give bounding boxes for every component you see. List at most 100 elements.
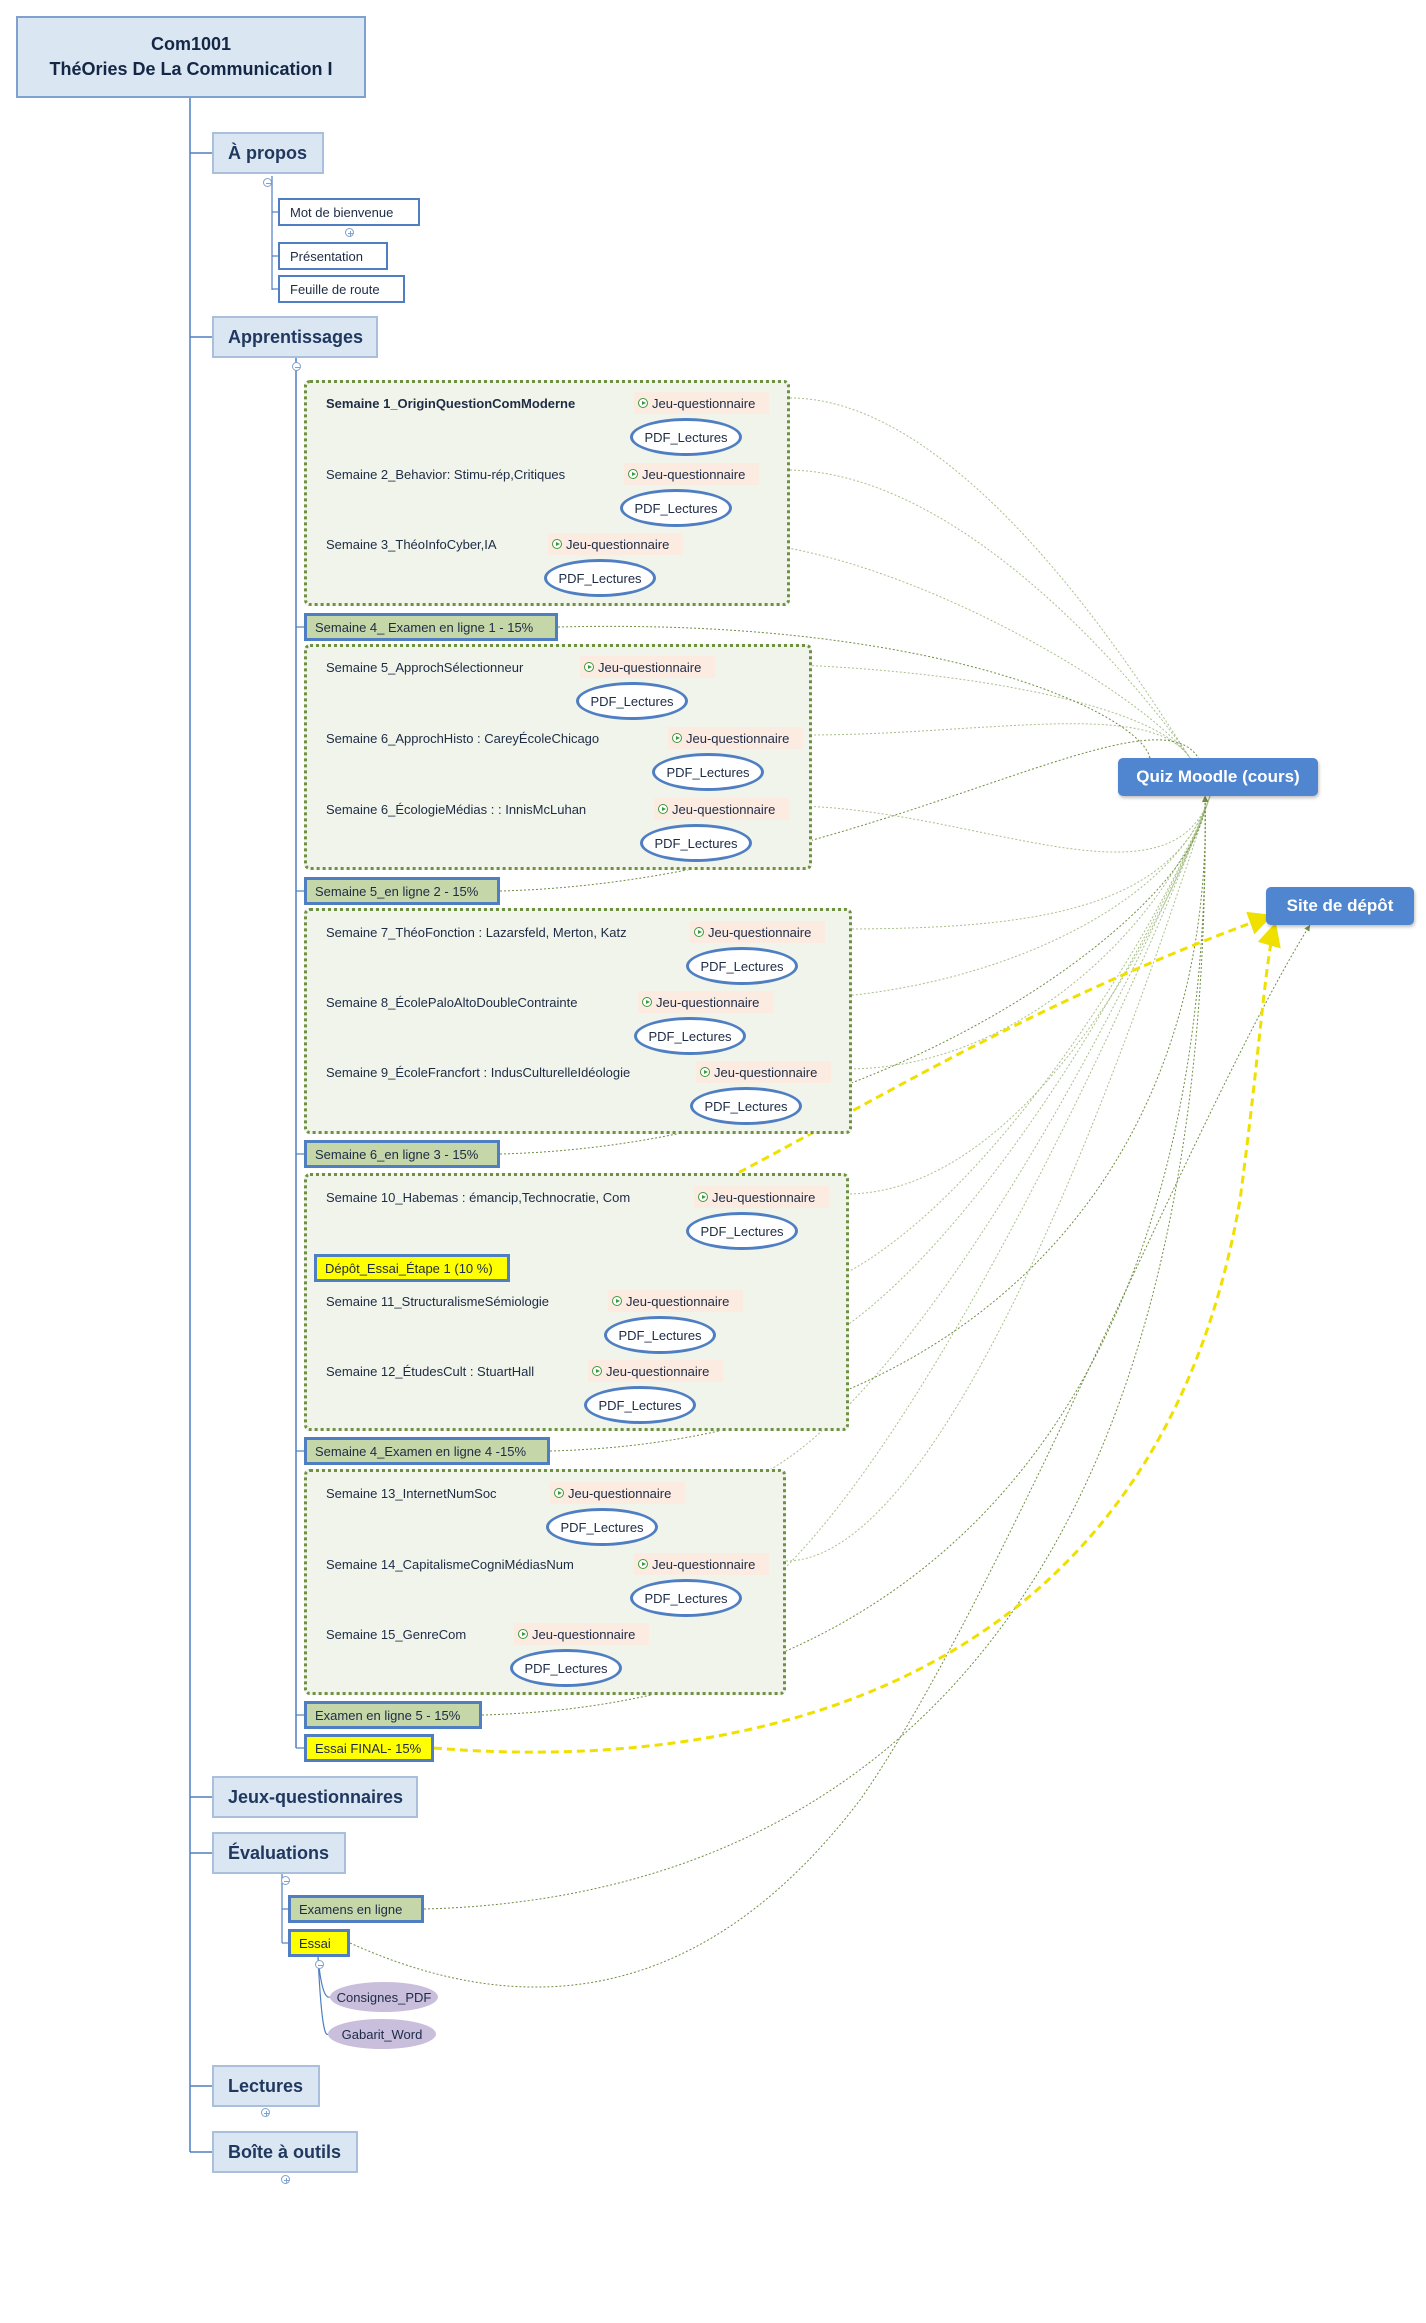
pdf-lectures[interactable]: PDF_Lectures bbox=[620, 489, 732, 527]
collapse-toggle-icon[interactable] bbox=[292, 362, 301, 371]
pdf-label: PDF_Lectures bbox=[524, 1660, 608, 1676]
pdf-lectures[interactable]: PDF_Lectures bbox=[604, 1316, 716, 1354]
pdf-lectures[interactable]: PDF_Lectures bbox=[686, 1212, 798, 1250]
essai-final[interactable]: Essai FINAL- 15% bbox=[304, 1734, 434, 1762]
week-9-title[interactable]: Semaine 9_ÉcoleFrancfort : IndusCulturel… bbox=[326, 1065, 631, 1080]
week-2-title[interactable]: Semaine 2_Behavior: Stimu-rép,Critiques bbox=[326, 467, 566, 482]
week-12-title[interactable]: Semaine 12_ÉtudesCult : StuartHall bbox=[326, 1364, 535, 1379]
quiz-tag[interactable]: Jeu-questionnaire bbox=[696, 1061, 832, 1083]
root-title: ThéOries De La Communication I bbox=[49, 59, 333, 79]
week-7-title[interactable]: Semaine 7_ThéoFonction : Lazarsfeld, Mer… bbox=[326, 925, 627, 940]
gabarit-word[interactable]: Gabarit_Word bbox=[328, 2019, 436, 2049]
quiz-tag[interactable]: Jeu-questionnaire bbox=[550, 1482, 686, 1504]
quiz-tag[interactable]: Jeu-questionnaire bbox=[654, 798, 790, 820]
expand-toggle-icon[interactable] bbox=[261, 2108, 270, 2117]
section-apropos[interactable]: À propos bbox=[212, 132, 324, 174]
quiz-label: Jeu-questionnaire bbox=[686, 730, 790, 746]
item-label: Mot de bienvenue bbox=[290, 204, 394, 220]
quiz-tag[interactable]: Jeu-questionnaire bbox=[514, 1623, 650, 1645]
apropos-feuille-route[interactable]: Feuille de route bbox=[278, 275, 405, 303]
quiz-tag[interactable]: Jeu-questionnaire bbox=[694, 1186, 830, 1208]
pdf-label: PDF_Lectures bbox=[644, 1590, 728, 1606]
attachment-label: Consignes_PDF bbox=[336, 1989, 432, 2005]
week-11-title[interactable]: Semaine 11_StructuralismeSémiologie bbox=[326, 1294, 550, 1309]
week-6a-title[interactable]: Semaine 6_ApprochHisto : CareyÉcoleChica… bbox=[326, 731, 600, 746]
exam-2[interactable]: Semaine 5_en ligne 2 - 15% bbox=[304, 877, 500, 905]
play-icon bbox=[638, 1559, 648, 1569]
apropos-presentation[interactable]: Présentation bbox=[278, 242, 388, 270]
section-jeux-questionnaires[interactable]: Jeux-questionnaires bbox=[212, 1776, 418, 1818]
quiz-tag[interactable]: Jeu-questionnaire bbox=[638, 991, 774, 1013]
quiz-tag[interactable]: Jeu-questionnaire bbox=[580, 656, 716, 678]
play-icon bbox=[700, 1067, 710, 1077]
exam-4[interactable]: Semaine 4_Examen en ligne 4 -15% bbox=[304, 1437, 550, 1465]
site-depot-node[interactable]: Site de dépôt bbox=[1266, 887, 1414, 925]
eval-label: Examens en ligne bbox=[299, 1901, 403, 1917]
quiz-label: Jeu-questionnaire bbox=[566, 536, 670, 552]
expand-toggle-icon[interactable] bbox=[345, 228, 354, 237]
pdf-label: PDF_Lectures bbox=[700, 1223, 784, 1239]
depot-essai-etape-1[interactable]: Dépôt_Essai_Étape 1 (10 %) bbox=[314, 1254, 510, 1282]
play-icon bbox=[612, 1296, 622, 1306]
collapse-toggle-icon[interactable] bbox=[315, 1960, 324, 1969]
exam-3[interactable]: Semaine 6_en ligne 3 - 15% bbox=[304, 1140, 500, 1168]
week-14-title[interactable]: Semaine 14_CapitalismeCogniMédiasNum bbox=[326, 1557, 574, 1572]
eval-essai[interactable]: Essai bbox=[288, 1929, 350, 1957]
quiz-tag[interactable]: Jeu-questionnaire bbox=[668, 727, 804, 749]
week-8-title[interactable]: Semaine 8_ÉcolePaloAltoDoubleContrainte bbox=[326, 995, 578, 1010]
pdf-label: PDF_Lectures bbox=[704, 1098, 788, 1114]
section-apprentissages[interactable]: Apprentissages bbox=[212, 316, 378, 358]
quiz-link-line bbox=[805, 723, 1191, 759]
exam-5[interactable]: Examen en ligne 5 - 15% bbox=[304, 1701, 482, 1729]
depot-label: Dépôt_Essai_Étape 1 (10 %) bbox=[325, 1260, 493, 1276]
pdf-lectures[interactable]: PDF_Lectures bbox=[576, 682, 688, 720]
collapse-toggle-icon[interactable] bbox=[281, 1876, 290, 1885]
attachment-label: Gabarit_Word bbox=[341, 2026, 423, 2042]
pdf-lectures[interactable]: PDF_Lectures bbox=[634, 1017, 746, 1055]
pdf-lectures[interactable]: PDF_Lectures bbox=[686, 947, 798, 985]
week-13-title[interactable]: Semaine 13_InternetNumSoc bbox=[326, 1486, 497, 1501]
week-15-title[interactable]: Semaine 15_GenreCom bbox=[326, 1627, 467, 1642]
week-5-title[interactable]: Semaine 5_ApprochSélectionneur bbox=[326, 660, 524, 675]
section-boite-outils[interactable]: Boîte à outils bbox=[212, 2131, 358, 2173]
quiz-tag[interactable]: Jeu-questionnaire bbox=[690, 921, 826, 943]
quiz-tag[interactable]: Jeu-questionnaire bbox=[624, 463, 760, 485]
pdf-lectures[interactable]: PDF_Lectures bbox=[584, 1386, 696, 1424]
pdf-lectures[interactable]: PDF_Lectures bbox=[652, 753, 764, 791]
essai-final-label: Essai FINAL- 15% bbox=[315, 1740, 422, 1756]
week-10-title[interactable]: Semaine 10_Habemas : émancip,Technocrati… bbox=[326, 1190, 631, 1205]
collapse-toggle-icon[interactable] bbox=[263, 178, 272, 187]
expand-toggle-icon[interactable] bbox=[281, 2175, 290, 2184]
root-node[interactable]: Com1001 ThéOries De La Communication I bbox=[16, 16, 366, 98]
quiz-label: Jeu-questionnaire bbox=[652, 395, 756, 411]
quiz-tag[interactable]: Jeu-questionnaire bbox=[634, 392, 770, 414]
pdf-lectures[interactable]: PDF_Lectures bbox=[544, 559, 656, 597]
section-lectures[interactable]: Lectures bbox=[212, 2065, 320, 2107]
quiz-label: Jeu-questionnaire bbox=[708, 924, 812, 940]
consignes-pdf[interactable]: Consignes_PDF bbox=[330, 1982, 438, 2012]
pdf-lectures[interactable]: PDF_Lectures bbox=[510, 1649, 622, 1687]
week-6b-title[interactable]: Semaine 6_ÉcologieMédias : : InnisMcLuha… bbox=[326, 802, 587, 817]
week-1-title[interactable]: Semaine 1_OriginQuestionComModerne bbox=[326, 396, 576, 411]
eval-examens-en-ligne[interactable]: Examens en ligne bbox=[288, 1895, 424, 1923]
pdf-lectures[interactable]: PDF_Lectures bbox=[690, 1087, 802, 1125]
pdf-lectures[interactable]: PDF_Lectures bbox=[640, 824, 752, 862]
play-icon bbox=[592, 1366, 602, 1376]
quiz-tag[interactable]: Jeu-questionnaire bbox=[634, 1553, 770, 1575]
play-icon bbox=[552, 539, 562, 549]
quiz-tag[interactable]: Jeu-questionnaire bbox=[548, 533, 684, 555]
section-evaluations[interactable]: Évaluations bbox=[212, 1832, 346, 1874]
pdf-lectures[interactable]: PDF_Lectures bbox=[630, 1579, 742, 1617]
apropos-bienvenue[interactable]: Mot de bienvenue bbox=[278, 198, 420, 226]
week-3-title[interactable]: Semaine 3_ThéoInfoCyber,IA bbox=[326, 537, 497, 552]
root-code: Com1001 bbox=[150, 34, 232, 54]
section-label: À propos bbox=[228, 142, 307, 163]
exam-1[interactable]: Semaine 4_ Examen en ligne 1 - 15% bbox=[304, 613, 558, 641]
pdf-lectures[interactable]: PDF_Lectures bbox=[546, 1508, 658, 1546]
quiz-moodle-node[interactable]: Quiz Moodle (cours) bbox=[1118, 758, 1318, 796]
quiz-tag[interactable]: Jeu-questionnaire bbox=[588, 1360, 724, 1382]
section-label: Boîte à outils bbox=[228, 2141, 342, 2162]
quiz-label: Jeu-questionnaire bbox=[568, 1485, 672, 1501]
pdf-lectures[interactable]: PDF_Lectures bbox=[630, 418, 742, 456]
quiz-tag[interactable]: Jeu-questionnaire bbox=[608, 1290, 744, 1312]
